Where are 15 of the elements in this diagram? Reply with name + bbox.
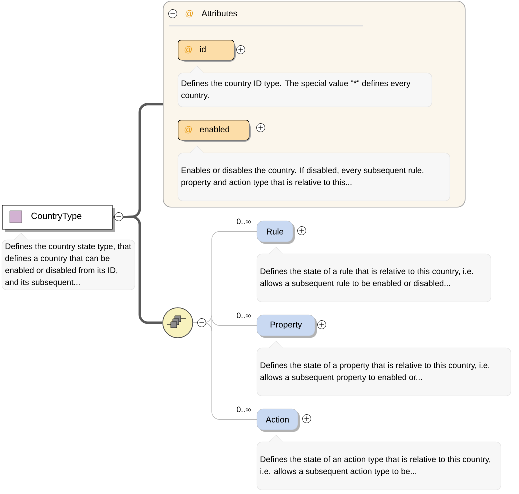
annotation-bubble: Defines the state of a property that is relative to this country, i.e. allows a subsequent property to enabled or... <box>257 340 512 396</box>
annotation-bubble: Defines the country state type, that defines a country that can be enabled or disabled from its ID, and its subsequent... <box>2 232 136 290</box>
attribute-box: @ enabled <box>178 120 251 142</box>
type-box: CountryType <box>2 205 115 232</box>
element-box: Rule <box>257 221 295 244</box>
sequence-circle <box>162 308 194 338</box>
element-box: Property <box>257 315 317 338</box>
annotation-bubble: Defines the country ID type. The special value "*" defines every country. <box>178 66 432 108</box>
annotation-bubble: Defines the state of an action type that is relative to this country, i.e. allows a subsequent action type to be... <box>257 434 502 490</box>
connector-line <box>112 216 163 324</box>
connector-line <box>193 322 258 420</box>
attribute-box: @ id <box>178 40 236 62</box>
annotation-bubble: Defines the state of a rule that is relative to this country, i.e. allows a subsequent rule to be enabled or disabled... <box>257 246 492 302</box>
annotation-bubble: Enables or disables the country. If disabled, every subsequent rule, property and action type that is relative to this... <box>178 146 450 202</box>
element-box: Action <box>257 409 300 432</box>
